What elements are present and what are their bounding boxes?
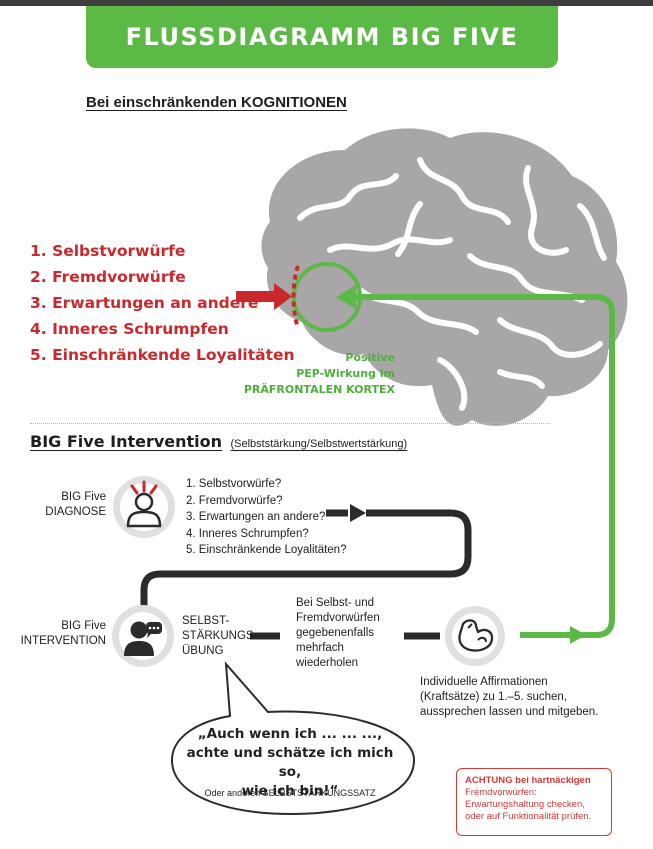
affirmation-quote: „Auch wenn ich ... ... ..., achte und sc… bbox=[186, 726, 394, 799]
list-item: 4. Inneres Schrumpfen? bbox=[186, 527, 309, 540]
warning-box: ACHTUNG bei hartnäckigen Fremdvorwürfen:… bbox=[456, 768, 612, 836]
intervention-subheading: (Selbststärkung/Selbstwertstärkung) bbox=[230, 438, 408, 450]
feedback-loop-arrow bbox=[336, 285, 615, 644]
diagnose-avatar-icon bbox=[113, 476, 175, 538]
section-heading-cognitions: Bei einschränkenden KOGNITIONEN bbox=[86, 94, 347, 111]
inhibition-dashes bbox=[291, 265, 300, 329]
repeat-note: Bei Selbst- und Fremdvorwürfen gegebenen… bbox=[296, 597, 380, 669]
list-item: 5. Einschränkende Loyalitäten? bbox=[186, 544, 347, 556]
page-title: FLUSSDIAGRAMM BIG FIVE bbox=[86, 6, 558, 68]
list-item: 2. Fremdvorwürfe bbox=[30, 268, 186, 286]
section-heading-intervention: BIG Five Intervention (Selbststärkung/Se… bbox=[30, 432, 407, 452]
exercise-label: SELBST- STÄRKUNGS- ÜBUNG bbox=[182, 615, 258, 657]
top-bar bbox=[0, 0, 653, 6]
intervention-heading: BIG Five Intervention bbox=[30, 432, 223, 451]
list-item: 3. Erwartungen an andere bbox=[30, 294, 259, 312]
pep-effect-label: Positive PEP-Wirkung im PRÄFRONTALEN KOR… bbox=[243, 351, 395, 396]
speech-bubble bbox=[170, 661, 416, 816]
quote-subtext: Oder anderen SELBSTSTÄRKUNGSSATZ bbox=[204, 788, 376, 798]
list-item: 5. Einschränkende Loyalitäten bbox=[30, 346, 295, 364]
cognition-arrow bbox=[236, 283, 292, 310]
cognitions-list: 1. Selbstvorwürfe 2. Fremdvorwürfe 3. Er… bbox=[30, 238, 295, 368]
intervention-label: BIG Five INTERVENTION bbox=[20, 620, 106, 647]
list-item: 1. Selbstvorwürfe bbox=[30, 242, 186, 260]
diagnose-label: BIG Five DIAGNOSE bbox=[45, 491, 106, 518]
list-item: 4. Inneres Schrumpfen bbox=[30, 320, 229, 338]
intervention-avatar-icon bbox=[112, 605, 174, 667]
diagnose-list: 1. Selbstvorwürfe? 2. Fremdvorwürfe? 3. … bbox=[186, 476, 346, 559]
strength-arm-icon bbox=[445, 606, 505, 666]
list-item: 1. Selbstvorwürfe? bbox=[186, 478, 282, 490]
section-divider bbox=[30, 423, 550, 424]
diagnose-flow-connector bbox=[140, 504, 472, 606]
list-item: 3. Erwartungen an andere? bbox=[186, 511, 326, 523]
brain-icon bbox=[261, 128, 628, 426]
list-item: 2. Fremdvorwürfe? bbox=[186, 494, 283, 507]
affirmation-note: Individuelle Affirmationen (Kraftsätze) … bbox=[420, 676, 599, 718]
